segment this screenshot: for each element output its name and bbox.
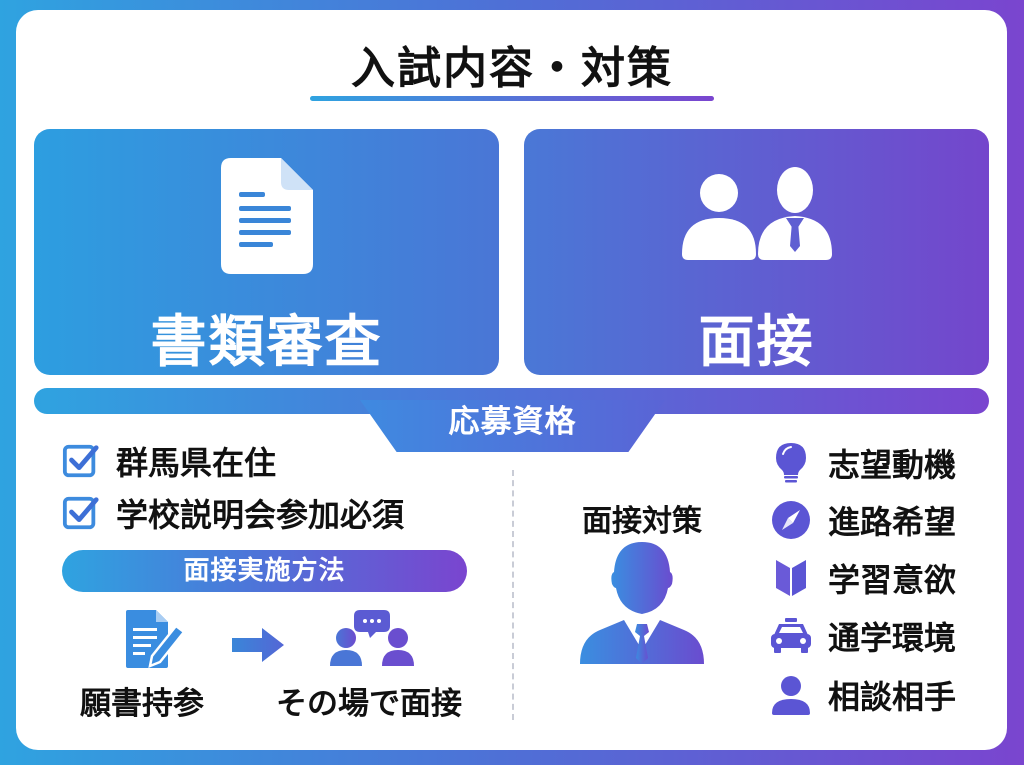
qualification-item: 学校説明会参加必須: [62, 490, 404, 536]
prep-point-text: 進路希望: [828, 503, 957, 541]
prep-point-item: 志望動機: [770, 440, 956, 486]
qualification-text: 学校説明会参加必須: [116, 496, 405, 534]
person-icon: [770, 674, 812, 716]
section-divider: [512, 470, 514, 720]
step-label: 願書持参: [80, 686, 204, 722]
prep-point-text: 学習意欲: [828, 561, 957, 599]
interview-prep-heading: 面接対策: [582, 504, 702, 539]
qualification-tab: [360, 400, 665, 452]
beginner-mark-icon: [770, 557, 812, 599]
lightbulb-icon: [770, 442, 812, 484]
prep-point-item: 相談相手: [770, 672, 956, 718]
checkbox-checked-icon: [62, 496, 99, 530]
prep-point-text: 相談相手: [828, 678, 957, 716]
panel-interview: 面接: [524, 129, 989, 375]
panel-document-screening: 書類審査: [34, 129, 499, 375]
prep-point-text: 通学環境: [828, 619, 957, 657]
prep-point-item: 通学環境: [770, 613, 956, 659]
checkbox-checked-icon: [62, 444, 99, 478]
car-icon: [770, 615, 812, 657]
businessman-icon: [580, 542, 704, 664]
qualification-text: 群馬県在住: [116, 444, 277, 482]
compass-icon: [770, 499, 812, 541]
two-people-icon: [681, 167, 832, 260]
arrow-right-icon: [232, 628, 284, 662]
interview-method-heading: 面接実施方法: [62, 550, 467, 592]
prep-point-text: 志望動機: [828, 446, 957, 484]
step-label: その場で面接: [276, 686, 462, 722]
qualification-item: 群馬県在住: [62, 438, 276, 484]
prep-point-item: 学習意欲: [770, 555, 956, 601]
form-pen-icon: [126, 610, 186, 669]
qualification-heading: 応募資格: [448, 404, 577, 440]
document-icon: [220, 158, 313, 274]
title-underline: [310, 96, 714, 101]
page-title: 入試内容・対策: [351, 43, 673, 94]
conversation-icon: [330, 610, 414, 666]
prep-point-item: 進路希望: [770, 497, 956, 543]
panel-label: 面接: [698, 310, 815, 375]
panel-label: 書類審査: [150, 310, 383, 375]
